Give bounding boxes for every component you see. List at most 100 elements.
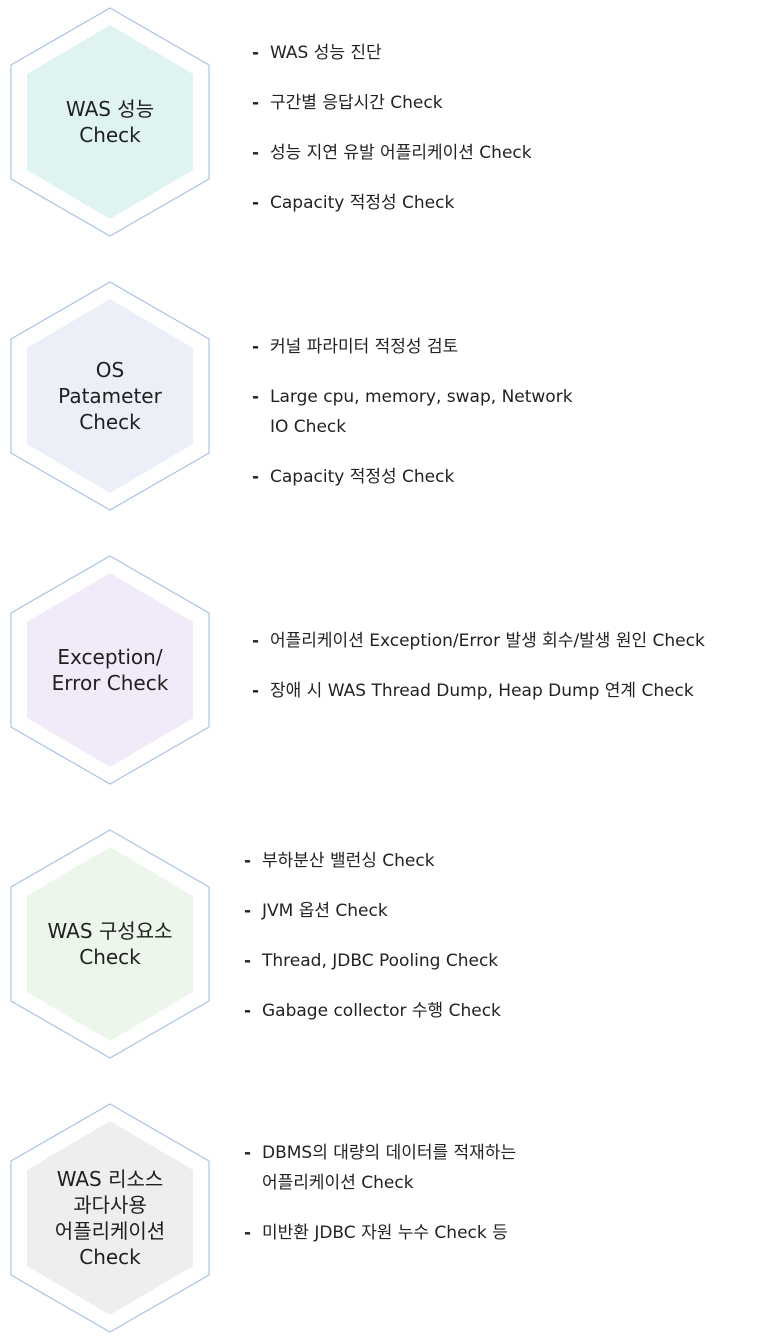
check-item: -Capacity 적정성 Check [252, 188, 532, 218]
hexagon-shape [10, 829, 210, 1059]
bullet-dash-icon: - [252, 43, 260, 63]
bullet-dash-icon: - [244, 1143, 252, 1163]
check-item: -미반환 JDBC 자원 누수 Check 등 [244, 1218, 516, 1248]
hexagon-title-line: Patameter [58, 384, 162, 408]
check-item-list: -부하분산 밸런싱 Check-JVM 옵션 Check-Thread, JDB… [244, 846, 501, 1026]
bullet-dash-icon: - [244, 901, 252, 921]
hexagon-title: Exception/Error Check [30, 554, 190, 786]
check-item-line: 구간별 응답시간 Check [270, 93, 443, 113]
check-item: -어플리케이션 Exception/Error 발생 회수/발생 원인 Chec… [252, 626, 705, 656]
check-item-list: -WAS 성능 진단-구간별 응답시간 Check-성능 지연 유발 어플리케이… [252, 38, 532, 218]
check-item: -Large cpu, memory, swap, Network IO Chec… [252, 382, 573, 442]
hexagon-fill [27, 573, 193, 767]
check-item-line: Large cpu, memory, swap, Network [270, 387, 573, 407]
check-item: -장애 시 WAS Thread Dump, Heap Dump 연계 Chec… [252, 676, 705, 706]
check-item-line: IO Check [270, 417, 347, 437]
bullet-dash-icon: - [252, 681, 260, 701]
check-item-text: Thread, JDBC Pooling Check [262, 946, 501, 976]
hexagon-title-line: Error Check [51, 671, 169, 695]
check-item-line: 미반환 JDBC 자원 누수 Check 등 [262, 1223, 508, 1243]
hexagon-shape [10, 281, 210, 511]
hexagon-shape [10, 1103, 210, 1333]
check-item-line: Gabage collector 수행 Check [262, 1001, 501, 1021]
check-item-line: JVM 옵션 Check [262, 901, 388, 921]
hexagon-fill [27, 1121, 193, 1315]
check-item-text: 장애 시 WAS Thread Dump, Heap Dump 연계 Check [270, 676, 705, 706]
check-item-line: 성능 지연 유발 어플리케이션 Check [270, 143, 532, 163]
check-item: -Capacity 적정성 Check [252, 462, 573, 492]
check-item-text: Gabage collector 수행 Check [262, 996, 501, 1026]
check-item-text: JVM 옵션 Check [262, 896, 501, 926]
bullet-dash-icon: - [252, 631, 260, 651]
check-item-text: WAS 성능 진단 [270, 38, 532, 68]
check-item: -JVM 옵션 Check [244, 896, 501, 926]
check-item: -구간별 응답시간 Check [252, 88, 532, 118]
check-item-text: 미반환 JDBC 자원 누수 Check 등 [262, 1218, 516, 1248]
bullet-dash-icon: - [244, 951, 252, 971]
check-item-text: 구간별 응답시간 Check [270, 88, 532, 118]
check-item: -Thread, JDBC Pooling Check [244, 946, 501, 976]
check-item: -Gabage collector 수행 Check [244, 996, 501, 1026]
check-item-line: 커널 파라미터 적정성 검토 [270, 337, 459, 357]
bullet-dash-icon: - [244, 851, 252, 871]
bullet-dash-icon: - [244, 1223, 252, 1243]
bullet-dash-icon: - [252, 467, 260, 487]
hexagon-title-line: Check [79, 410, 141, 434]
hexagon-title-line: Exception/ [57, 645, 163, 669]
bullet-dash-icon: - [244, 1001, 252, 1021]
check-item-list: -커널 파라미터 적정성 검토-Large cpu, memory, swap,… [252, 332, 573, 492]
check-item-text: 성능 지연 유발 어플리케이션 Check [270, 138, 532, 168]
check-item-text: 부하분산 밸런싱 Check [262, 846, 501, 876]
bullet-dash-icon: - [252, 93, 260, 113]
check-item-text: 커널 파라미터 적정성 검토 [270, 332, 573, 362]
hexagon-title-line: WAS 리소스 [56, 1167, 164, 1191]
hexagon-title-line: WAS 구성요소 [47, 919, 173, 943]
check-item-text: Capacity 적정성 Check [270, 462, 573, 492]
hexagon-title-line: Check [79, 1245, 141, 1269]
hexagon-shape [10, 7, 210, 237]
check-item-line: WAS 성능 진단 [270, 43, 382, 63]
check-item-text: Capacity 적정성 Check [270, 188, 532, 218]
check-item-line: 어플리케이션 Check [262, 1173, 414, 1193]
check-item-list: -어플리케이션 Exception/Error 발생 회수/발생 원인 Chec… [252, 626, 705, 706]
check-item: -WAS 성능 진단 [252, 38, 532, 68]
bullet-dash-icon: - [252, 337, 260, 357]
bullet-dash-icon: - [252, 193, 260, 213]
check-item-line: Thread, JDBC Pooling Check [262, 951, 499, 971]
check-item-line: 부하분산 밸런싱 Check [262, 851, 435, 871]
check-item-text: Large cpu, memory, swap, Network IO Check [270, 382, 573, 442]
hexagon-fill [27, 847, 193, 1041]
hexagon-title-line: WAS 성능 [65, 97, 155, 121]
check-item-line: DBMS의 대량의 데이터를 적재하는 [262, 1143, 517, 1163]
hexagon-title-line: 과다사용 [73, 1193, 147, 1217]
hexagon-exception-error: Exception/Error Check [8, 554, 212, 786]
hexagon-title-line: 어플리케이션 [54, 1219, 166, 1243]
hexagon-fill [27, 299, 193, 493]
bullet-dash-icon: - [252, 143, 260, 163]
check-item: -부하분산 밸런싱 Check [244, 846, 501, 876]
check-item: -성능 지연 유발 어플리케이션 Check [252, 138, 532, 168]
hexagon-title-line: OS [95, 358, 125, 382]
hexagon-shape [10, 555, 210, 785]
bullet-dash-icon: - [252, 387, 260, 407]
check-item-line: 장애 시 WAS Thread Dump, Heap Dump 연계 Check [270, 681, 694, 701]
check-item: -커널 파라미터 적정성 검토 [252, 332, 573, 362]
check-block-exception-error: Exception/Error Check-어플리케이션 Exception/E… [0, 554, 760, 786]
check-item-text: 어플리케이션 Exception/Error 발생 회수/발생 원인 Check [270, 626, 705, 656]
hexagon-title-line: Check [79, 123, 141, 147]
